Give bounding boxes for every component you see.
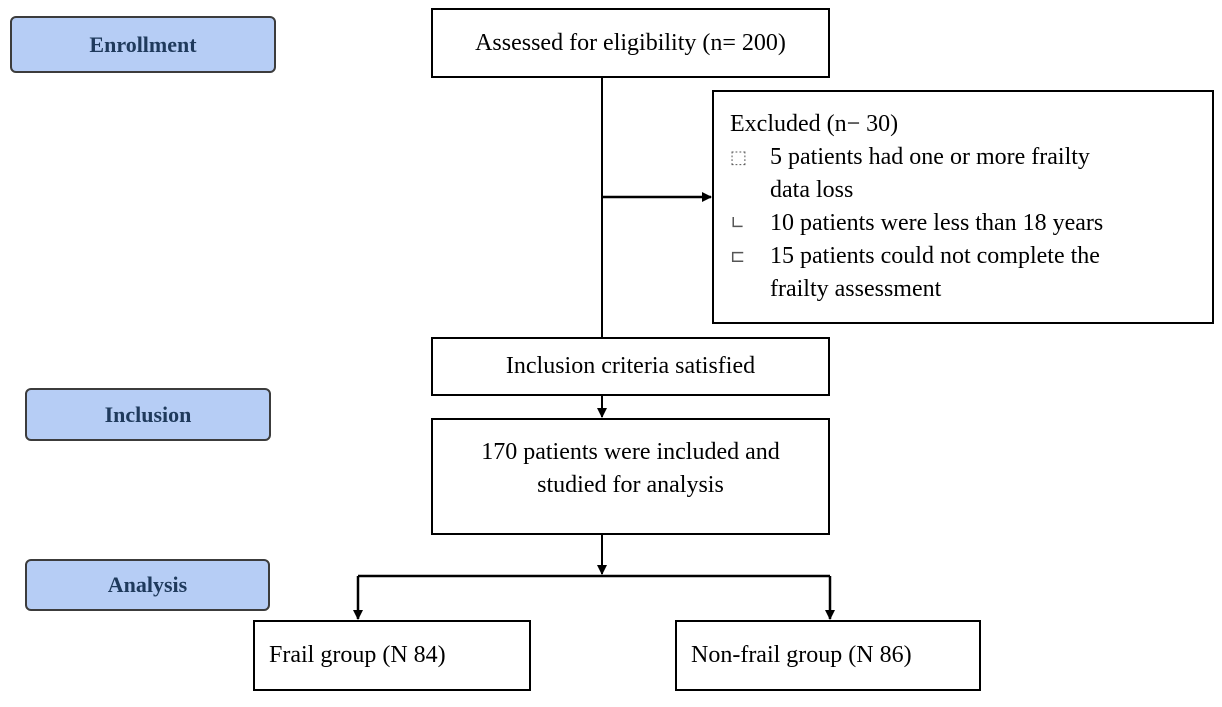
nonfrail-group-box: Non-frail group (N 86) [675,620,981,691]
stage-label-analysis: Analysis [25,559,270,611]
exclusion-text-continued: data loss [770,177,854,203]
exclusion-text: 10 patients were less than 18 years [770,210,1104,236]
stage-label-enrollment: Enrollment [10,16,276,73]
exclusion-text: 5 patients had one or more frailty [770,144,1090,170]
exclusion-item: ⬚ 5 patients had one or more frailty [730,141,1212,174]
bullet-icon: ⊏ [730,246,746,267]
bullet-icon: ⬚ [730,147,748,168]
exclusion-text: 15 patients could not complete the [770,243,1100,269]
included-box: 170 patients were included and studied f… [431,418,830,535]
excluded-box: Excluded (n− 30) ⬚ 5 patients had one or… [712,90,1214,324]
exclusion-text-continued: frailty assessment [770,276,942,302]
included-text-line2: studied for analysis [537,472,724,498]
frail-group-box: Frail group (N 84) [253,620,531,691]
exclusion-item: ⊏ 15 patients could not complete the [730,240,1212,273]
included-text-line1: 170 patients were included and [481,439,780,465]
assessed-box: Assessed for eligibility (n= 200) [431,8,830,78]
excluded-heading: Excluded (n− 30) [730,111,899,137]
exclusion-item: ∟ 10 patients were less than 18 years [730,207,1212,240]
stage-label-inclusion: Inclusion [25,388,271,441]
criteria-box: Inclusion criteria satisfied [431,337,830,396]
bullet-icon: ∟ [730,213,746,234]
